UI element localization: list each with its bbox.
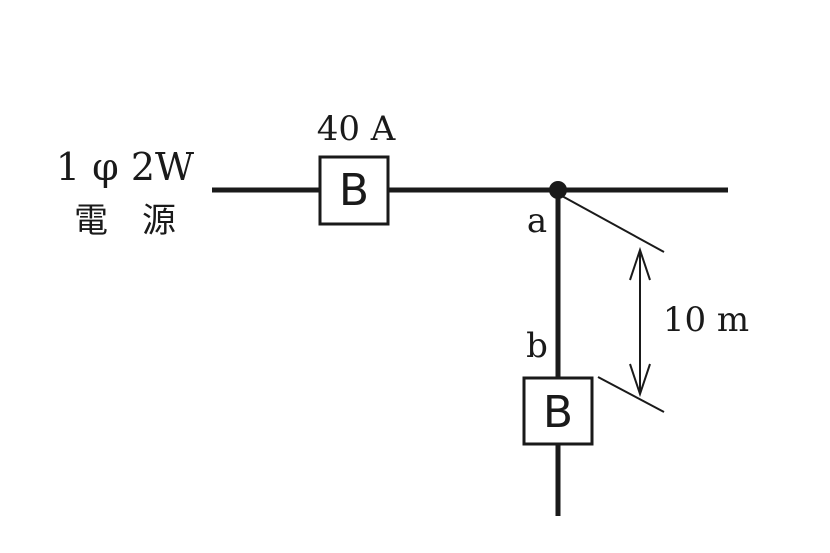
dimension-length-label: 10 m	[663, 300, 749, 340]
point-b-label: b	[526, 326, 548, 366]
dimension-arrow-head-top	[629, 246, 651, 281]
main-breaker-box	[318, 155, 390, 226]
branch-breaker-symbol: B	[543, 387, 573, 438]
branch-breaker-box	[522, 376, 594, 446]
dimension-extension-top	[561, 195, 665, 253]
main-breaker-rating: 40 A	[317, 109, 396, 149]
source-type-label: 1 φ 2W	[56, 145, 194, 189]
point-a-label: a	[527, 201, 547, 241]
dimension-extension-bottom	[597, 376, 665, 413]
dimension-arrow-head-bottom	[629, 363, 651, 398]
main-breaker-symbol: B	[339, 165, 369, 216]
source-label: 電 源	[74, 201, 176, 241]
